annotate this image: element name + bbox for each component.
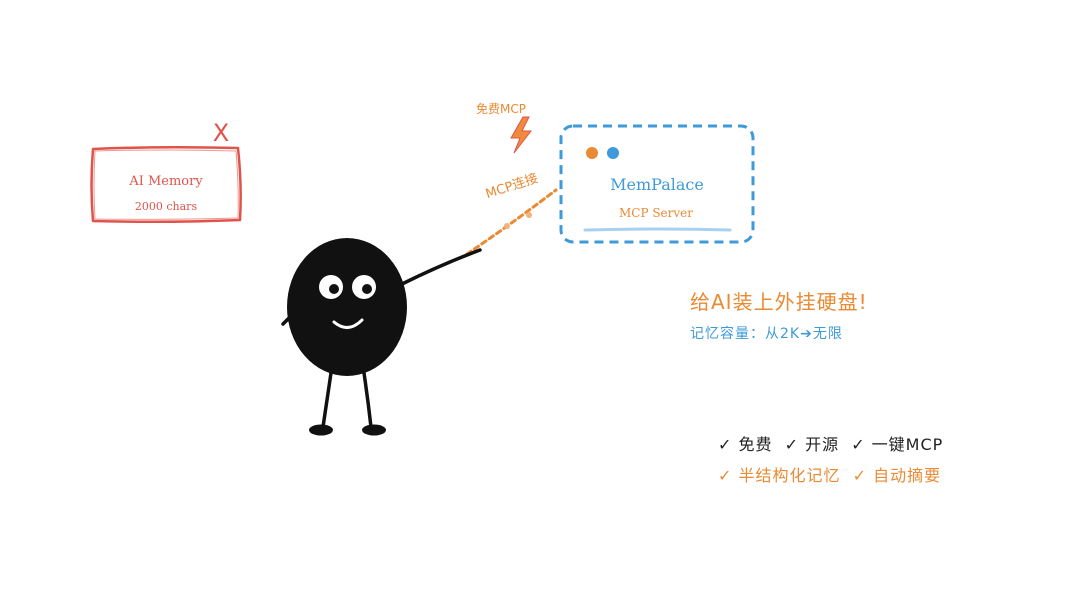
feature-item: ✓ 免费 — [718, 435, 773, 454]
capacity-line: 记忆容量：从2K➔无限 — [690, 326, 843, 342]
character-figure — [281, 238, 482, 436]
character-foot-right — [362, 424, 386, 436]
server-underline — [583, 227, 732, 232]
window-dot-blue — [607, 147, 619, 159]
character-smile — [332, 318, 364, 329]
server-title: MemPalace — [610, 175, 704, 194]
feature-item: ✓ 一键MCP — [851, 435, 944, 454]
ai-memory-border — [90, 145, 242, 224]
character-pupil-left — [329, 284, 339, 294]
server-box-border — [559, 124, 755, 244]
lightning-bolt-icon — [510, 116, 533, 154]
ai-memory-subtitle: 2000 chars — [135, 200, 198, 213]
window-dot-orange — [586, 147, 598, 159]
feature-item: ✓ 开源 — [784, 435, 840, 454]
server-subtitle: MCP Server — [619, 206, 693, 220]
character-pupil-right — [362, 284, 372, 294]
character-leg-right — [362, 371, 373, 429]
link-spark — [504, 223, 510, 229]
character-body — [287, 238, 407, 376]
link-spark — [526, 212, 532, 218]
ai-memory-cross-mark: X — [213, 119, 229, 147]
ai-memory-border-sketch — [93, 149, 239, 220]
feature-item: ✓ 自动摘要 — [852, 466, 942, 485]
mcp-connector: 免费MCP MCP连接 — [465, 101, 558, 256]
feature-row-2: ✓ 半结构化记忆 ✓ 自动摘要 — [718, 460, 949, 491]
free-mcp-label: 免费MCP — [476, 101, 526, 116]
headline: 给AI装上外挂硬盘! — [690, 290, 868, 314]
character-leg-left — [321, 371, 333, 429]
character-foot-left — [309, 424, 333, 436]
feature-row-1: ✓ 免费 ✓ 开源 ✓ 一键MCP — [718, 429, 949, 460]
character-arm — [398, 248, 482, 287]
feature-item: ✓ 半结构化记忆 — [718, 466, 841, 485]
mcp-link-label: MCP连接 — [484, 170, 540, 202]
mcp-dashed-link — [465, 188, 558, 256]
feature-checklist: ✓ 免费 ✓ 开源 ✓ 一键MCP ✓ 半结构化记忆 ✓ 自动摘要 — [718, 429, 949, 491]
mempalace-server-box: MemPalace MCP Server — [559, 124, 755, 244]
ai-memory-title: AI Memory — [128, 174, 203, 189]
ai-memory-box: AI Memory 2000 chars X — [90, 119, 242, 224]
